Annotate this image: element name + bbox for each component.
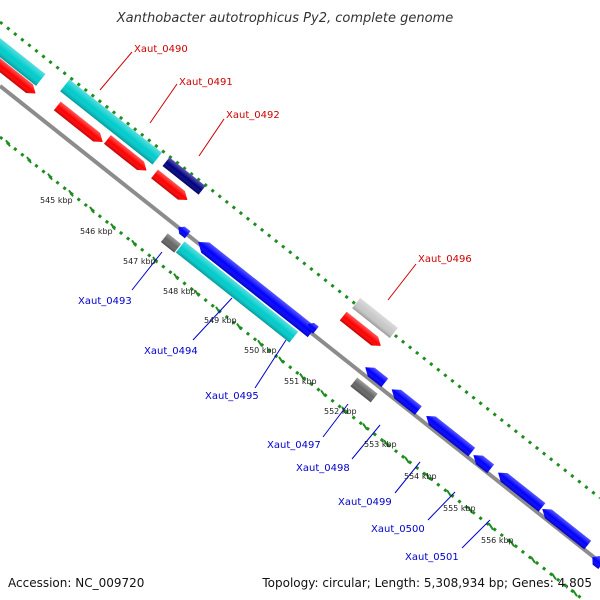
gene-label-xaut-0497[interactable]: Xaut_0497 bbox=[267, 440, 321, 451]
major-tick bbox=[68, 189, 74, 197]
tick-label: 545 kbp bbox=[40, 196, 73, 205]
gene-label-xaut-0490[interactable]: Xaut_0490 bbox=[134, 44, 188, 55]
cds-feature[interactable] bbox=[339, 311, 384, 350]
tick-label: 552 kbp bbox=[324, 407, 357, 416]
label-leader-line bbox=[427, 491, 456, 521]
orf-feature[interactable] bbox=[0, 38, 46, 86]
major-tick bbox=[572, 589, 578, 597]
major-tick bbox=[320, 389, 326, 397]
major-tick bbox=[26, 156, 32, 164]
label-leader-line bbox=[351, 424, 381, 460]
gene-feature[interactable] bbox=[352, 297, 398, 339]
gene-label-xaut-0498[interactable]: Xaut_0498 bbox=[296, 463, 350, 474]
tick-label: 551 kbp bbox=[284, 377, 317, 386]
major-tick bbox=[194, 289, 200, 297]
major-tick bbox=[47, 173, 53, 181]
label-leader-line bbox=[254, 339, 287, 389]
cds-reverse-feature[interactable] bbox=[194, 237, 316, 338]
major-tick bbox=[173, 273, 179, 281]
gene-label-xaut-0491[interactable]: Xaut_0491 bbox=[179, 77, 233, 88]
cds-reverse-feature[interactable] bbox=[388, 385, 422, 415]
cds-reverse-feature[interactable] bbox=[539, 505, 592, 550]
major-tick bbox=[467, 506, 473, 514]
accession-text: Accession: NC_009720 bbox=[8, 576, 145, 590]
label-leader-line bbox=[99, 51, 133, 91]
topology-summary: Topology: circular; Length: 5,308,934 bp… bbox=[262, 576, 592, 590]
outer-tick-ring bbox=[0, 20, 600, 500]
major-tick bbox=[425, 472, 431, 481]
gene-label-xaut-0499[interactable]: Xaut_0499 bbox=[338, 497, 392, 508]
gene-label-xaut-0496[interactable]: Xaut_0496 bbox=[418, 254, 472, 265]
label-leaders bbox=[99, 51, 491, 549]
tick-label: 546 kbp bbox=[80, 227, 113, 236]
label-leader-line bbox=[322, 403, 349, 438]
inner-tick-ring bbox=[0, 135, 587, 600]
cds-feature[interactable] bbox=[103, 135, 150, 175]
tick-label: 548 kbp bbox=[163, 287, 196, 296]
tick-labels: 545 kbp 546 kbp 547 kbp 548 kbp 549 kbp … bbox=[40, 196, 514, 545]
label-leader-line bbox=[149, 83, 178, 124]
cds-reverse-feature[interactable] bbox=[305, 320, 319, 334]
major-tick bbox=[446, 489, 452, 497]
cds-feature[interactable] bbox=[53, 101, 106, 147]
tick-label: 555 kbp bbox=[443, 504, 476, 513]
major-tick bbox=[236, 323, 242, 331]
label-leader-line bbox=[461, 519, 491, 549]
gene-label-xaut-0495[interactable]: Xaut_0495 bbox=[205, 391, 259, 402]
map-title: Xanthobacter autotrophicus Py2, complete… bbox=[116, 11, 453, 26]
orf-feature[interactable] bbox=[175, 241, 299, 343]
major-tick bbox=[551, 572, 557, 581]
major-tick bbox=[299, 373, 305, 381]
tick-label: 553 kbp bbox=[364, 440, 397, 449]
tick-label: 549 kbp bbox=[204, 316, 237, 325]
cds-reverse-feature[interactable] bbox=[589, 553, 600, 570]
major-tick bbox=[257, 339, 263, 347]
major-tick bbox=[5, 139, 11, 147]
orf-feature[interactable] bbox=[60, 79, 162, 165]
tick-label: 556 kbp bbox=[481, 536, 514, 545]
major-tick bbox=[488, 522, 494, 531]
label-leader-line bbox=[192, 297, 233, 341]
gene-label-xaut-0501[interactable]: Xaut_0501 bbox=[405, 552, 459, 563]
gene-label-xaut-0494[interactable]: Xaut_0494 bbox=[144, 346, 198, 357]
tick-label: 554 kbp bbox=[404, 472, 437, 481]
gene-feature[interactable] bbox=[350, 377, 378, 403]
major-tick bbox=[404, 456, 410, 464]
label-leader-line bbox=[198, 118, 225, 157]
major-ticks bbox=[5, 139, 578, 597]
major-tick bbox=[383, 439, 389, 447]
major-tick bbox=[530, 556, 536, 564]
cds-reverse-feature[interactable] bbox=[362, 363, 389, 388]
major-tick bbox=[278, 356, 284, 364]
gene-features bbox=[0, 38, 600, 570]
tick-label: 547 kbp bbox=[123, 257, 156, 266]
gene-labels: Xaut_0490 Xaut_0491 Xaut_0492 Xaut_0496 … bbox=[78, 44, 472, 563]
label-leader-line bbox=[131, 251, 163, 291]
major-tick bbox=[89, 206, 95, 214]
major-tick bbox=[362, 423, 368, 431]
tick-label: 550 kbp bbox=[244, 346, 277, 355]
major-tick bbox=[131, 239, 137, 247]
cds-reverse-feature[interactable] bbox=[176, 224, 191, 239]
gene-label-xaut-0500[interactable]: Xaut_0500 bbox=[371, 524, 425, 535]
cds-feature[interactable] bbox=[151, 169, 191, 205]
cds-reverse-feature[interactable] bbox=[495, 468, 546, 512]
cds-feature[interactable] bbox=[0, 58, 39, 98]
cds-reverse-feature[interactable] bbox=[470, 451, 495, 474]
gene-label-xaut-0492[interactable]: Xaut_0492 bbox=[226, 110, 280, 121]
major-tick bbox=[509, 539, 515, 547]
major-tick bbox=[152, 256, 158, 264]
gene-label-xaut-0493[interactable]: Xaut_0493 bbox=[78, 296, 132, 307]
gene-feature[interactable] bbox=[160, 233, 182, 253]
cds-reverse-feature[interactable] bbox=[423, 412, 476, 457]
label-leader-line bbox=[387, 263, 417, 301]
gene-feature[interactable] bbox=[162, 157, 206, 195]
major-tick bbox=[110, 223, 116, 231]
label-leader-line bbox=[394, 461, 421, 494]
